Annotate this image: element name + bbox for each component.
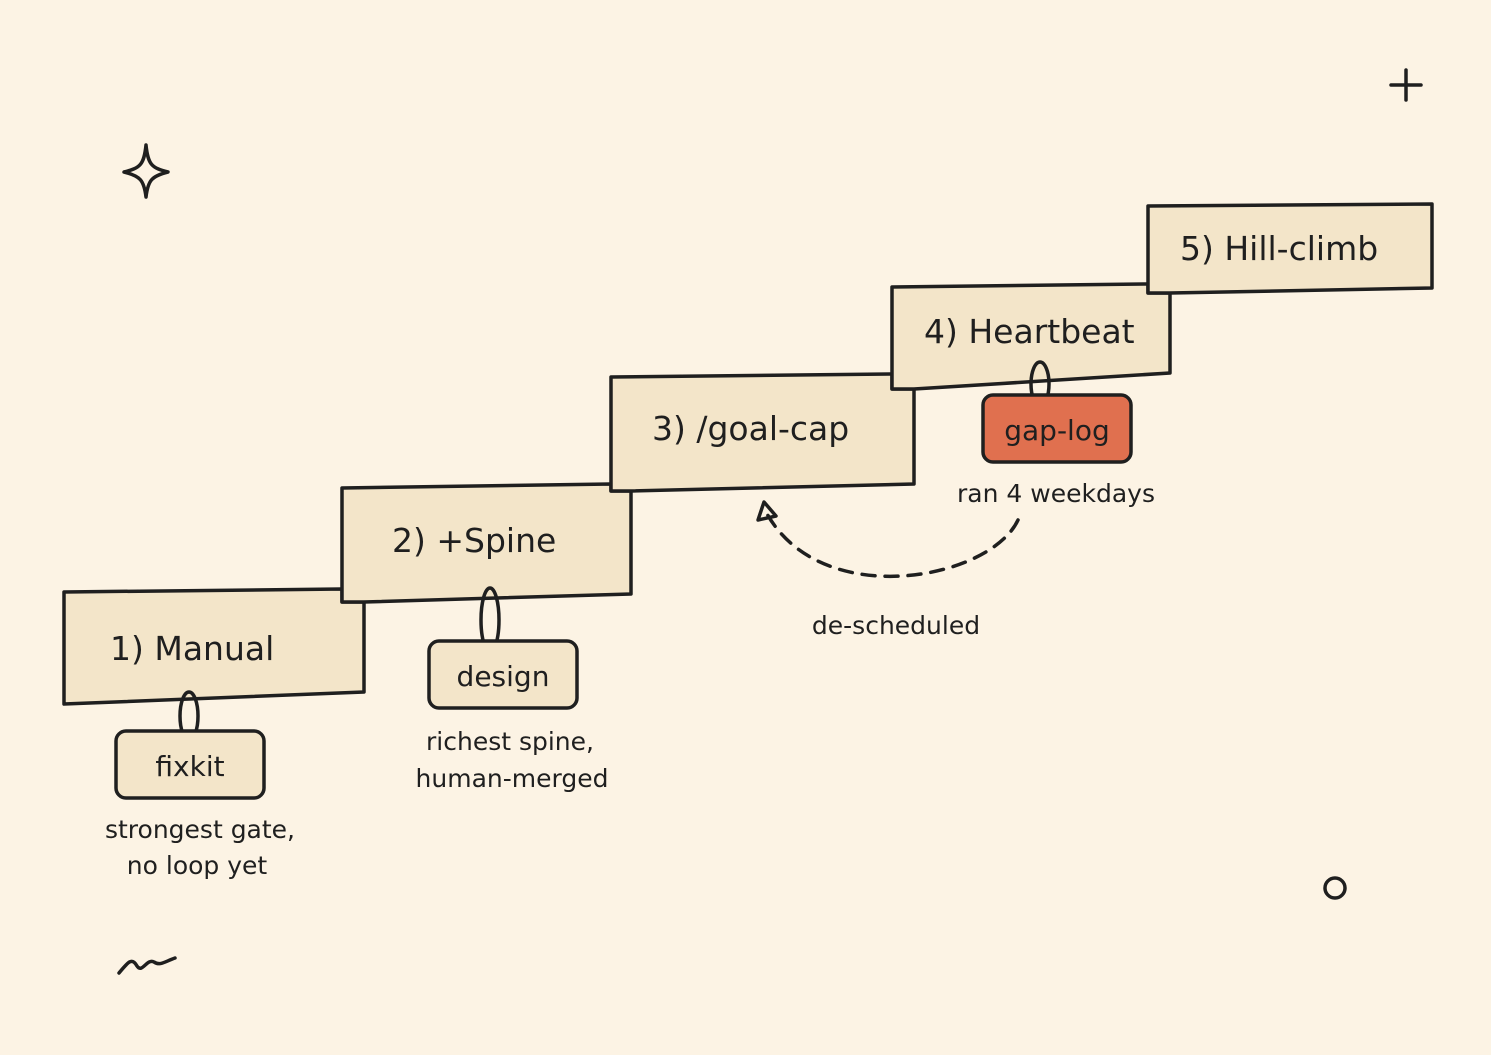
step-4: 4) Heartbeat [890, 282, 1172, 391]
step-1: 1) Manual [62, 587, 366, 706]
squiggle-icon [117, 956, 177, 975]
circle-icon [1323, 876, 1347, 900]
tag-gap-log-label: gap-log [1004, 414, 1110, 447]
step-4-label: 4) Heartbeat [924, 312, 1135, 351]
fixkit-note-line-1: strongest gate, [105, 815, 295, 844]
gap-log-note: ran 4 weekdays [957, 479, 1155, 508]
de-scheduled-arrow: de-scheduled [756, 500, 1020, 640]
arrowhead-icon [756, 500, 778, 522]
fixkit-note-line-2: no loop yet [127, 851, 268, 880]
step-3-label: 3) /goal-cap [652, 409, 849, 448]
design-note-line-1: richest spine, [426, 727, 594, 756]
step-5-label: 5) Hill-climb [1180, 229, 1378, 268]
step-5: 5) Hill-climb [1146, 202, 1434, 295]
design-note-line-2: human-merged [416, 764, 609, 793]
tag-fixkit-label: fixkit [155, 750, 224, 783]
arrow-label: de-scheduled [812, 611, 980, 640]
step-2: 2) +Spine [340, 482, 633, 604]
step-1-label: 1) Manual [110, 629, 274, 668]
tag-design: design [427, 639, 579, 710]
tag-fixkit: fixkit [114, 729, 266, 800]
tag-gap-log: gap-log [981, 393, 1133, 464]
tag-design-label: design [457, 660, 550, 693]
step-3: 3) /goal-cap [609, 372, 916, 493]
plus-icon [1389, 68, 1423, 102]
sparkle-icon [122, 143, 170, 199]
step-2-label: 2) +Spine [392, 521, 556, 560]
